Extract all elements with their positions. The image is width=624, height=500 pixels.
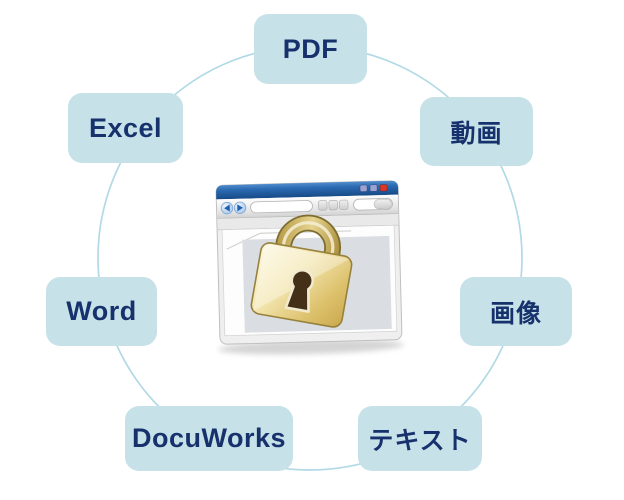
toolbar-button-2 <box>328 199 338 211</box>
address-bar <box>250 200 313 214</box>
node-excel: Excel <box>68 93 183 163</box>
node-docuworks: DocuWorks <box>125 406 293 471</box>
forward-arrow-icon <box>237 204 243 212</box>
node-word: Word <box>46 277 157 346</box>
window-minimize-button <box>359 184 368 192</box>
node-video: 動画 <box>420 97 533 166</box>
toolbar-button-3 <box>339 199 349 210</box>
node-text-label: テキスト <box>368 426 472 455</box>
node-docuworks-label: DocuWorks <box>131 423 287 453</box>
node-pdf: PDF <box>254 14 367 84</box>
keyhole-icon <box>284 268 315 313</box>
padlock-shackle-highlight <box>279 221 335 268</box>
back-arrow-icon <box>224 204 230 212</box>
node-image-label: 画像 <box>489 299 542 328</box>
node-image: 画像 <box>460 277 572 346</box>
search-box-button <box>373 199 392 209</box>
node-word-label: Word <box>66 296 137 326</box>
padlock-icon <box>250 214 353 328</box>
toolbar-button-1 <box>318 200 328 211</box>
node-pdf-label: PDF <box>282 33 339 64</box>
node-text: テキスト <box>358 406 482 471</box>
node-video-label: 動画 <box>450 119 503 148</box>
window-close-button <box>379 184 388 192</box>
window-maximize-button <box>369 184 378 192</box>
node-excel-label: Excel <box>88 112 163 143</box>
window-titlebar <box>216 180 399 200</box>
